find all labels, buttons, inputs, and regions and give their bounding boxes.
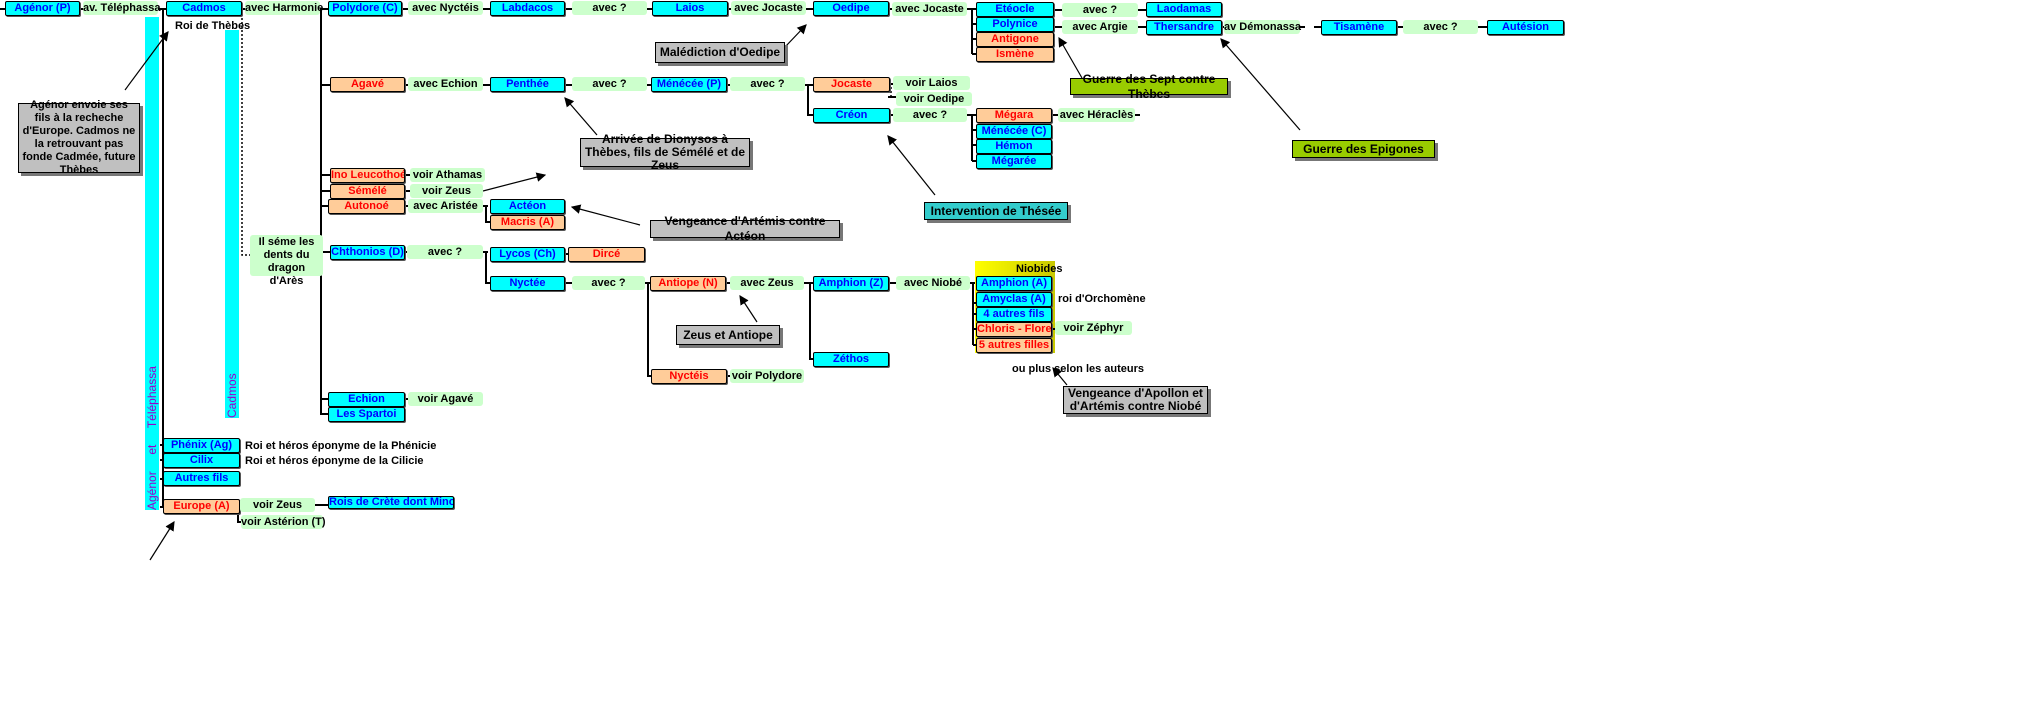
see-link[interactable]: voir Zeus bbox=[410, 184, 483, 198]
person-rois-crete[interactable]: Rois de Crète dont Minos bbox=[328, 496, 454, 509]
union-label: av. Téléphassa bbox=[83, 1, 161, 15]
phenix-desc: Roi et héros éponyme de la Phénicie bbox=[245, 440, 437, 452]
person-semele[interactable]: Sémélé bbox=[330, 184, 405, 199]
person-polydore[interactable]: Polydore (C) bbox=[328, 1, 402, 16]
person-nycteis[interactable]: Nyctéis bbox=[651, 369, 727, 384]
union-label: avec ? bbox=[572, 276, 645, 290]
person-europe[interactable]: Europe (A) bbox=[163, 499, 240, 514]
union-label: avec Zeus bbox=[730, 276, 804, 290]
person-four-sons[interactable]: 4 autres fils bbox=[976, 307, 1052, 322]
person-antiope[interactable]: Antiope (N) bbox=[650, 276, 726, 291]
union-label: avec Jocaste bbox=[731, 1, 806, 15]
see-link[interactable]: voir Polydore bbox=[730, 369, 804, 383]
person-polynice[interactable]: Polynice bbox=[976, 17, 1054, 32]
person-echion[interactable]: Echion bbox=[328, 392, 405, 407]
union-label: avec ? bbox=[1403, 20, 1478, 34]
person-laios[interactable]: Laios bbox=[652, 1, 728, 16]
union-label: avec Aristée bbox=[408, 199, 483, 213]
union-label: avec Harmonie bbox=[245, 1, 324, 15]
person-eteocle[interactable]: Etéocle bbox=[976, 2, 1054, 17]
person-spartoi[interactable]: Les Spartoi bbox=[328, 407, 405, 422]
person-amphion-a[interactable]: Amphion (A) bbox=[976, 276, 1052, 291]
see-link[interactable]: voir Zeus bbox=[240, 498, 315, 512]
person-zethos[interactable]: Zéthos bbox=[813, 352, 889, 367]
person-chthonios[interactable]: Chthonios (D) bbox=[330, 245, 405, 260]
person-megara[interactable]: Mégara bbox=[976, 108, 1052, 123]
union-label: avec ? bbox=[572, 77, 647, 91]
person-megaree[interactable]: Mégarée bbox=[976, 154, 1052, 169]
person-creon[interactable]: Créon bbox=[813, 108, 890, 123]
spartoi-origin-label: Il séme les dents du dragon d'Arès bbox=[250, 235, 323, 287]
union-label: avec Nyctéis bbox=[408, 1, 483, 15]
union-label: av Démonassa bbox=[1224, 20, 1302, 34]
person-other-sons[interactable]: Autres fils bbox=[163, 471, 240, 486]
see-link[interactable]: voir Athamas bbox=[410, 168, 485, 182]
person-ismene[interactable]: Ismène bbox=[976, 47, 1054, 62]
union-label: avec ? bbox=[730, 77, 805, 91]
union-label: avec Echion bbox=[408, 77, 483, 91]
union-label: avec ? bbox=[407, 245, 483, 259]
person-dirce[interactable]: Dircé bbox=[568, 247, 645, 262]
amyclas-note: roi d'Orchomène bbox=[1058, 293, 1146, 305]
person-autesion[interactable]: Autésion bbox=[1487, 20, 1564, 35]
person-laodamas[interactable]: Laodamas bbox=[1146, 2, 1222, 17]
person-agenor[interactable]: Agénor (P) bbox=[5, 1, 80, 16]
cilix-desc: Roi et héros éponyme de la Cilicie bbox=[245, 455, 424, 467]
union-label: avec ? bbox=[1062, 3, 1138, 17]
person-five-daughters[interactable]: 5 autres filles bbox=[976, 338, 1052, 353]
union-label: avec Argie bbox=[1062, 20, 1138, 34]
person-agave[interactable]: Agavé bbox=[330, 77, 405, 92]
note-epigones: Guerre des Epigones bbox=[1292, 140, 1435, 158]
union-label: avec ? bbox=[572, 1, 647, 15]
person-amphion-z[interactable]: Amphion (Z) bbox=[813, 276, 889, 291]
authors-note: ou plus selon les auteurs bbox=[1012, 363, 1145, 375]
person-autonoe[interactable]: Autonoé bbox=[328, 199, 405, 214]
note-agenor: Agénor envoie ses fils à la recheche d'E… bbox=[18, 99, 140, 176]
niobides-label: Niobides bbox=[1016, 263, 1063, 275]
person-jocaste[interactable]: Jocaste bbox=[813, 77, 890, 92]
see-link[interactable]: voir Oedipe bbox=[896, 92, 972, 106]
person-menecee-c[interactable]: Ménécée (C) bbox=[976, 124, 1052, 139]
see-link[interactable]: voir Astérion (T) bbox=[241, 515, 326, 529]
person-tisamene[interactable]: Tisamène bbox=[1321, 20, 1397, 35]
cadmos-title: Roi de Thèbes bbox=[175, 20, 251, 32]
person-cilix[interactable]: Cilix bbox=[163, 453, 240, 468]
person-hemon[interactable]: Hémon bbox=[976, 139, 1052, 154]
see-link[interactable]: voir Laios bbox=[893, 76, 970, 90]
person-labdacos[interactable]: Labdacos bbox=[490, 1, 565, 16]
union-label: avec Jocaste bbox=[892, 2, 967, 16]
note-antiope: Zeus et Antiope bbox=[676, 325, 780, 345]
person-oedipe[interactable]: Oedipe bbox=[813, 1, 889, 16]
person-penthee[interactable]: Penthée bbox=[490, 77, 565, 92]
see-link[interactable]: voir Agavé bbox=[408, 392, 483, 406]
person-acteon[interactable]: Actéon bbox=[490, 199, 565, 214]
person-nyctee[interactable]: Nyctée bbox=[490, 276, 565, 291]
note-acteon: Vengeance d'Artémis contre Actéon bbox=[650, 214, 840, 243]
person-macris[interactable]: Macris (A) bbox=[490, 215, 565, 230]
union-label: avec Niobé bbox=[896, 276, 970, 290]
note-niobe: Vengeance d'Apollon et d'Artémis contre … bbox=[1063, 386, 1208, 414]
person-lycos[interactable]: Lycos (Ch) bbox=[490, 247, 565, 262]
person-antigone[interactable]: Antigone bbox=[976, 32, 1054, 47]
note-sept: Guerre des Sept contre Thèbes bbox=[1070, 72, 1228, 101]
person-thersandre[interactable]: Thersandre bbox=[1146, 20, 1222, 35]
union-label: avec Héraclès bbox=[1058, 108, 1135, 122]
person-phenix[interactable]: Phénix (Ag) bbox=[163, 438, 240, 453]
see-link[interactable]: voir Zéphyr bbox=[1055, 321, 1132, 335]
person-amyclas[interactable]: Amyclas (A) bbox=[976, 292, 1052, 307]
person-menecee-p[interactable]: Ménécée (P) bbox=[651, 77, 727, 92]
person-ino[interactable]: Ino Leucothoé bbox=[330, 168, 405, 183]
person-chloris[interactable]: Chloris - Flore bbox=[976, 322, 1052, 337]
person-cadmos[interactable]: Cadmos bbox=[166, 1, 242, 16]
note-malediction: Malédiction d'Oedipe bbox=[655, 42, 785, 63]
note-thesee: Intervention de Thésée bbox=[924, 202, 1068, 220]
note-dionysos: Arrivée de Dionysos à Thèbes, fils de Sé… bbox=[580, 133, 750, 172]
union-label: avec ? bbox=[893, 108, 967, 122]
